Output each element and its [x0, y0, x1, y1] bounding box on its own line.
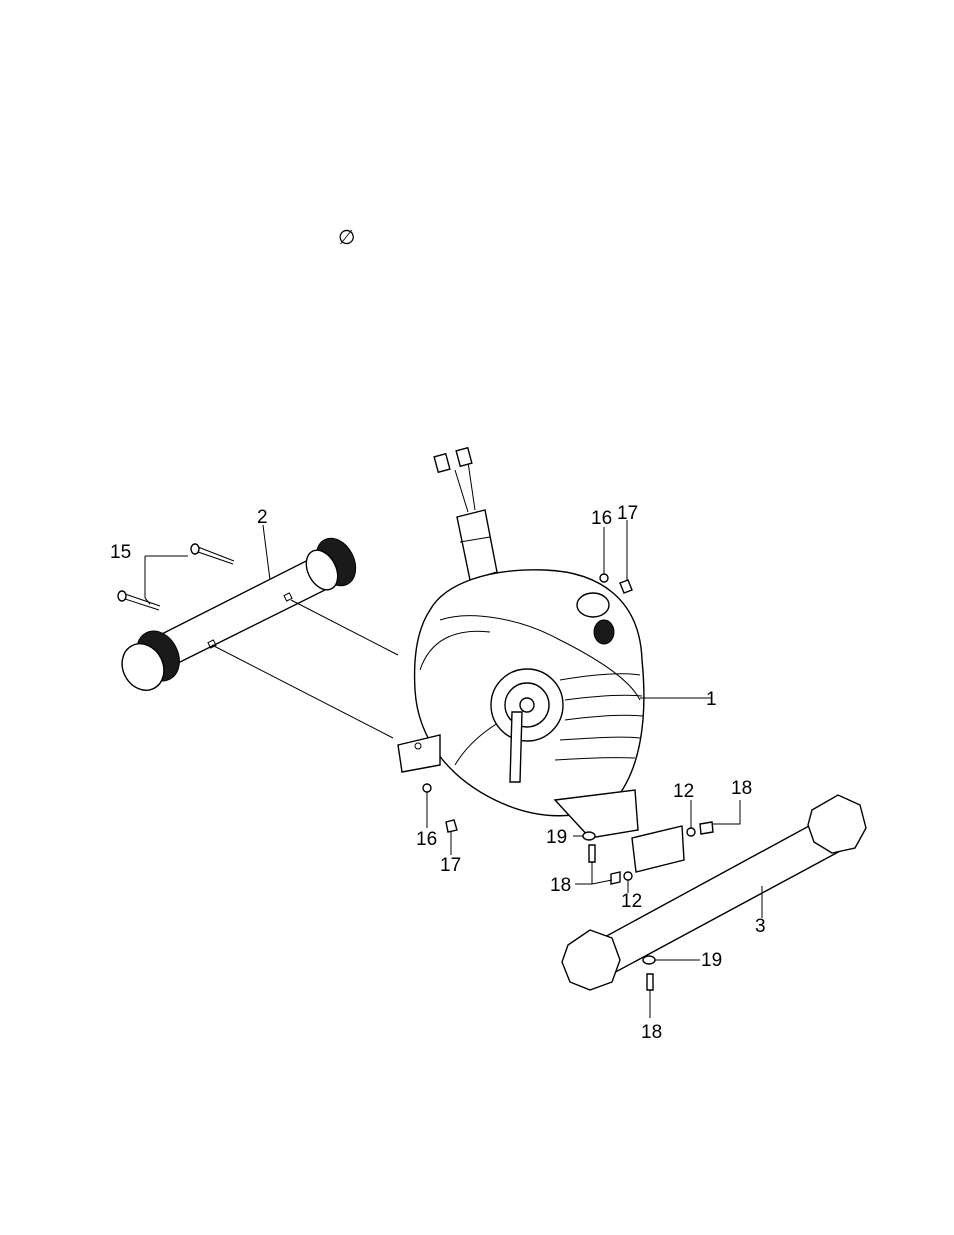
bolt-18-top — [700, 822, 713, 834]
washer-19-right — [643, 956, 655, 964]
label-part-16-bottom: 16 — [416, 829, 437, 850]
bolt-18-left-a — [589, 845, 595, 862]
label-part-2: 2 — [257, 507, 268, 528]
nut-17-top — [620, 580, 632, 593]
label-part-18-top: 18 — [731, 778, 752, 799]
washer-16-bottom — [423, 784, 431, 792]
label-part-18-left: 18 — [550, 875, 571, 896]
diameter-symbol: ∅ — [338, 225, 355, 249]
label-part-19-right: 19 — [701, 950, 722, 971]
main-frame-housing — [398, 448, 684, 872]
bolt-15-upper — [191, 544, 234, 564]
rear-end-cap-right — [808, 795, 866, 853]
nut-17-bottom — [446, 820, 457, 832]
bolt-18-left-b — [611, 872, 620, 884]
label-part-17-bottom: 17 — [440, 855, 461, 876]
label-part-18-bottom: 18 — [641, 1022, 662, 1043]
bolt-15-lower — [118, 591, 160, 610]
washer-12-bottom — [624, 872, 632, 880]
label-part-17-top: 17 — [617, 503, 638, 524]
bolt-18-bottom — [647, 974, 653, 990]
label-part-12-top: 12 — [673, 781, 694, 802]
label-part-12-bottom: 12 — [621, 891, 642, 912]
label-part-16-top: 16 — [591, 508, 612, 529]
label-part-3: 3 — [755, 916, 766, 937]
label-part-19-left: 19 — [546, 827, 567, 848]
rear-end-cap-left — [562, 930, 620, 990]
washer-16-top — [600, 574, 608, 582]
label-part-15: 15 — [110, 542, 131, 563]
washer-12-top — [687, 828, 695, 836]
label-part-1: 1 — [706, 689, 717, 710]
tension-knob — [577, 593, 609, 617]
washer-19-left — [583, 832, 595, 840]
